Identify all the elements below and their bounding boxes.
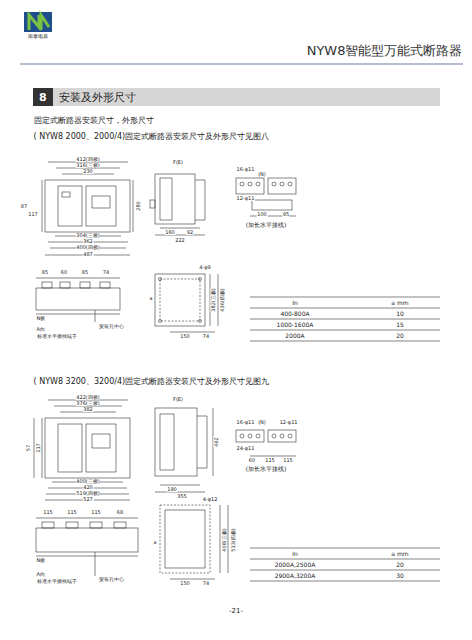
dimension-label: 422(四极) bbox=[76, 395, 100, 400]
dimension-label: 408(三极) bbox=[222, 528, 227, 552]
dimension-label: 安装孔中心 bbox=[98, 577, 124, 582]
section-title: 安装及外形尺寸 bbox=[53, 92, 136, 103]
dimension-label: 95 bbox=[282, 212, 289, 217]
dimension-label: -21- bbox=[229, 608, 244, 615]
section-band: 8安装及外形尺寸 bbox=[33, 88, 440, 106]
dimension-label: 2900A,3200A bbox=[274, 573, 316, 579]
dimension-label: (N) bbox=[258, 172, 267, 177]
dimension-label: 1000-1600A bbox=[276, 322, 314, 328]
dimension-label: 4-φ9 bbox=[199, 265, 211, 270]
figure-8 bbox=[36, 162, 440, 341]
dimension-label: a mm bbox=[391, 300, 409, 306]
dimension-label: 230 bbox=[83, 169, 94, 174]
dimension-label: 标准水平接线端子 bbox=[36, 334, 77, 339]
dimension-label: 115 bbox=[67, 510, 78, 515]
dimension-label: A向 bbox=[36, 327, 45, 332]
dimension-label: 20 bbox=[396, 333, 405, 339]
dimension-label: 16-φ11 bbox=[236, 420, 255, 425]
dimension-label: 74 bbox=[202, 334, 209, 339]
dimension-label: 87 bbox=[20, 204, 27, 209]
dimension-label: 527 bbox=[83, 497, 94, 502]
dimension-label: 60 bbox=[248, 458, 255, 463]
dimension-label: (加长水平接线) bbox=[245, 466, 287, 472]
dimension-label: ( NYW8 3200、3200/4)固定式断路器安装尺寸及外形尺寸见图九 bbox=[33, 378, 270, 386]
dimension-label: 462 bbox=[214, 437, 219, 448]
dimension-label: 316(三极) bbox=[76, 163, 100, 168]
dimension-label: (N) bbox=[258, 420, 267, 425]
dimension-label: 115 bbox=[265, 458, 276, 463]
dimension-label: N极 bbox=[36, 316, 46, 321]
dimension-label: 20 bbox=[396, 562, 405, 568]
dimension-label: 412(四极) bbox=[76, 157, 100, 162]
dimension-label: 376(三极) bbox=[76, 401, 100, 406]
dimension-label: 16-φ11 bbox=[236, 167, 255, 172]
dimension-label: 513(四极) bbox=[231, 528, 236, 552]
dimension-label: 92 bbox=[186, 230, 193, 235]
dimension-label: 382(三极) bbox=[211, 288, 216, 312]
dimension-label: 固定式断路器安装尺寸，外形尺寸 bbox=[33, 117, 154, 125]
dimension-label: 280 bbox=[136, 201, 141, 212]
dimension-label: 12-φ11 bbox=[236, 196, 255, 201]
dimension-label: 420 bbox=[83, 485, 94, 490]
dimension-label: 安装孔中心 bbox=[98, 324, 124, 329]
dimension-label: (加长水平接线) bbox=[245, 222, 287, 228]
dimension-label: 85 bbox=[81, 270, 88, 275]
logo bbox=[24, 12, 52, 32]
dimension-label: A向 bbox=[36, 572, 45, 577]
dimension-label: 115 bbox=[283, 458, 294, 463]
dimension-label: 68 bbox=[116, 510, 123, 515]
dimension-label: 74 bbox=[202, 581, 209, 586]
dimension-label: 190 bbox=[167, 487, 178, 492]
dimension-label: 382 bbox=[83, 407, 94, 412]
dimension-label: 2000A bbox=[285, 333, 305, 339]
figure-9 bbox=[34, 400, 440, 581]
dimension-label: a bbox=[153, 540, 157, 545]
dimension-label: a bbox=[149, 296, 153, 301]
dimension-label: 222 bbox=[175, 238, 186, 243]
header-rule bbox=[20, 63, 463, 64]
dimension-label: 12-φ11 bbox=[279, 420, 298, 425]
dimension-label: 10 bbox=[396, 311, 405, 317]
dimension-label: F(E) bbox=[173, 397, 184, 402]
dimension-label: 30 bbox=[396, 573, 405, 579]
dimension-label: 60 bbox=[60, 270, 67, 275]
dimension-label: 150 bbox=[180, 334, 191, 339]
dimension-label: a mm bbox=[391, 551, 409, 557]
dimension-label: In bbox=[292, 551, 299, 557]
dimension-label: 4-φ12 bbox=[202, 497, 218, 502]
dimension-label: 519(四极) bbox=[76, 491, 100, 496]
dimension-label: 160 bbox=[165, 230, 176, 235]
dimension-label: 304(三极) bbox=[76, 233, 100, 238]
dimension-label: 100 bbox=[257, 212, 268, 217]
dimension-label: 57 bbox=[26, 444, 31, 451]
dimension-label: 2000A,2500A bbox=[274, 562, 316, 568]
dimension-label: F(E) bbox=[173, 160, 184, 165]
dimension-label: 南泰电器 bbox=[28, 34, 49, 39]
dimension-label: 24-φ11 bbox=[236, 446, 255, 451]
dimension-label: 150 bbox=[180, 581, 191, 586]
dimension-label: 117 bbox=[28, 212, 39, 217]
dimension-label: ( NYW8 2000、2000/4)固定式断路器安装尺寸及外形尺寸见图八 bbox=[33, 133, 270, 141]
dimension-label: 117 bbox=[36, 443, 41, 454]
section-number: 8 bbox=[33, 88, 53, 106]
dimension-label: 标准水平接线端子 bbox=[36, 579, 77, 584]
dimension-label: 85 bbox=[41, 270, 48, 275]
dimension-label: 362 bbox=[83, 239, 94, 244]
dimension-label: 400(三极) bbox=[76, 479, 100, 484]
dimension-label: 115 bbox=[91, 510, 102, 515]
dimension-label: 115 bbox=[43, 510, 54, 515]
dimension-label: 400(四极) bbox=[76, 245, 100, 250]
dimension-label: 74 bbox=[102, 270, 109, 275]
dimension-label: NYW8智能型万能式断路器 bbox=[306, 44, 463, 57]
dimension-label: 487 bbox=[83, 252, 94, 257]
dimension-label: In bbox=[292, 300, 299, 306]
dimension-label: 355 bbox=[177, 494, 188, 499]
dimension-label: N极 bbox=[36, 558, 46, 563]
dimension-label: 400-800A bbox=[280, 311, 310, 317]
dimension-label: 15 bbox=[396, 322, 405, 328]
dimension-label: 436(四极) bbox=[220, 288, 225, 312]
